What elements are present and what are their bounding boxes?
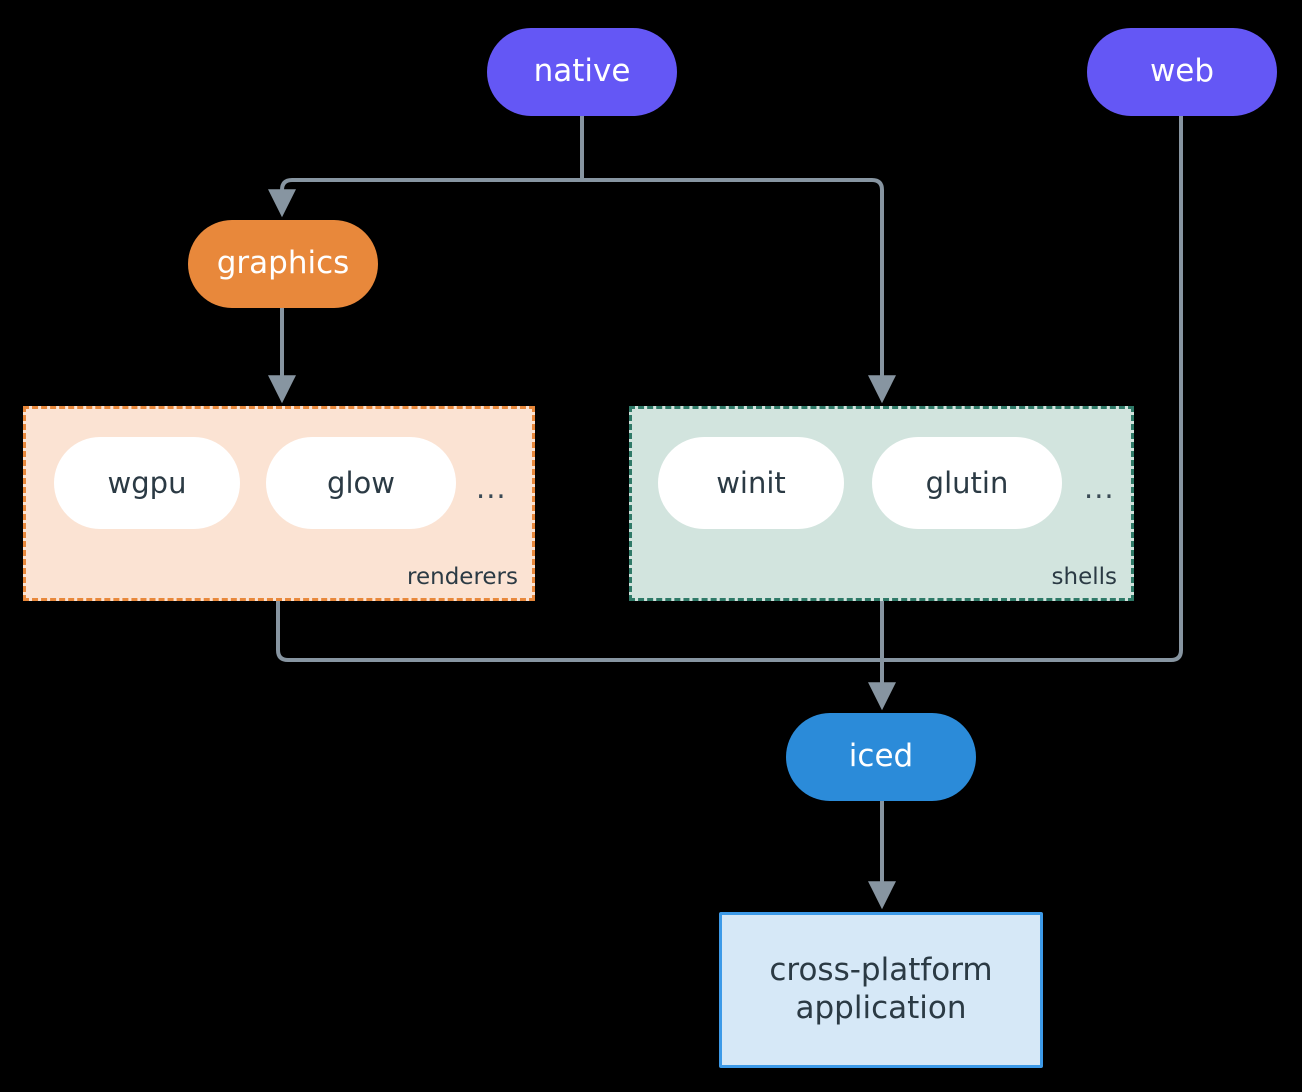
edge-native-to-graphics xyxy=(268,178,584,218)
node-web-label: web xyxy=(1149,53,1215,90)
chip-winit-label: winit xyxy=(716,466,786,500)
edge-web-to-iced xyxy=(880,114,1183,662)
chip-glow-label: glow xyxy=(327,466,395,500)
node-iced-label: iced xyxy=(848,738,914,775)
chip-glutin-label: glutin xyxy=(925,466,1009,500)
group-renderers-label: renderers xyxy=(407,564,518,590)
node-iced[interactable]: iced xyxy=(786,713,976,801)
node-web[interactable]: web xyxy=(1087,28,1277,116)
edge-renderers-to-iced xyxy=(276,599,884,662)
group-shells: winit glutin ... shells xyxy=(629,406,1134,601)
chip-glow[interactable]: glow xyxy=(266,437,456,529)
chip-wgpu[interactable]: wgpu xyxy=(54,437,240,529)
group-shells-label: shells xyxy=(1051,564,1117,590)
node-application[interactable]: cross-platform application xyxy=(719,912,1043,1068)
chip-glutin[interactable]: glutin xyxy=(872,437,1062,529)
node-application-label-line2: application xyxy=(795,990,967,1026)
node-graphics-label: graphics xyxy=(216,245,350,282)
shells-overflow-ellipsis: ... xyxy=(1084,471,1115,505)
group-renderers: wgpu glow ... renderers xyxy=(23,406,535,601)
edge-native-to-shells xyxy=(580,178,896,404)
chip-winit[interactable]: winit xyxy=(658,437,844,529)
chip-wgpu-label: wgpu xyxy=(107,466,187,500)
node-application-label-line1: cross-platform xyxy=(769,952,993,989)
node-native[interactable]: native xyxy=(487,28,677,116)
node-native-label: native xyxy=(533,53,631,90)
renderers-overflow-ellipsis: ... xyxy=(476,471,507,505)
node-graphics[interactable]: graphics xyxy=(188,220,378,308)
